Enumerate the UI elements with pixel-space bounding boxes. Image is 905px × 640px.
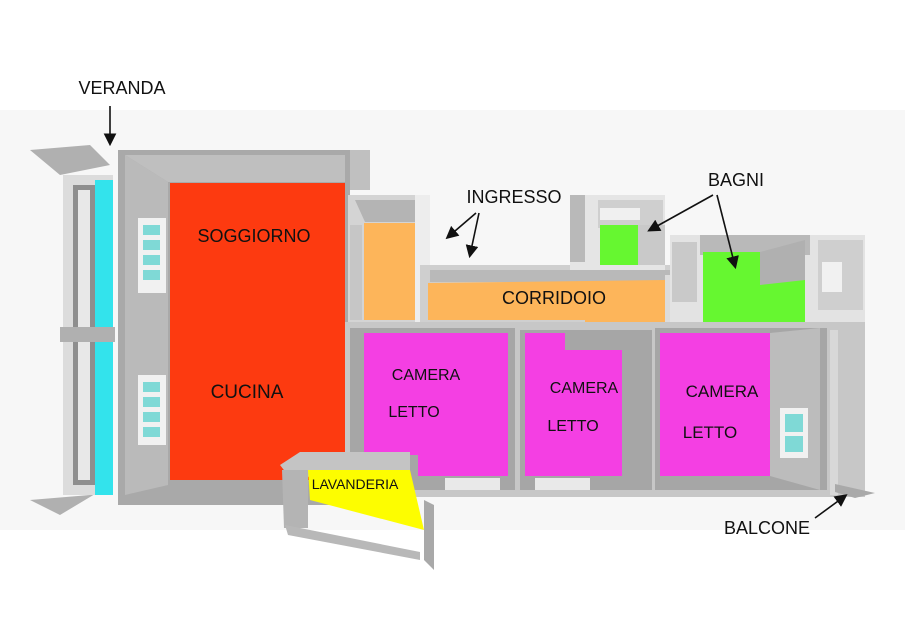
label-ingresso: INGRESSO [466,187,561,207]
label-balcone: BALCONE [724,518,810,538]
label-bagni: BAGNI [708,170,764,190]
camera-1-floor [364,333,508,476]
label-corridoio: CORRIDOIO [502,288,606,308]
label-veranda: VERANDA [78,78,165,98]
soggiorno-cucina-walls [118,150,370,505]
soggiorno-cucina-floor [170,183,345,480]
ingresso-floor [364,223,416,320]
corridoio-area [420,265,690,340]
label-camera-2-line2: LETTO [547,418,598,435]
bagno-1-floor [600,225,638,265]
veranda-area [30,145,115,515]
lavanderia-floor [308,470,424,530]
label-camera-3-line2: LETTO [683,423,737,442]
balcone-arrow [814,494,848,519]
camera-2-floor [525,333,622,476]
label-lavanderia: LAVANDERIA [312,476,399,492]
camera-1 [350,328,515,490]
label-camera-3-line1: CAMERA [686,382,759,401]
lavanderia-area [280,452,434,570]
label-camera-1-line1: CAMERA [392,367,461,384]
bagno-1 [570,195,665,270]
ingresso-arrow-1 [445,212,477,240]
ingresso-arrow-2 [465,212,480,259]
label-soggiorno: SOGGIORNO [197,226,310,246]
bagno-2 [670,235,865,325]
label-camera-1-line2: LETTO [388,404,439,421]
camera-2 [520,330,652,490]
bagni-arrow-2 [716,194,739,270]
camera-3-floor [660,333,770,476]
label-cucina: CUCINA [211,382,284,403]
camera-3 [655,328,827,490]
ingresso-area [348,195,430,325]
label-camera-2-line1: CAMERA [550,380,619,397]
bagni-arrow-1 [647,194,714,232]
